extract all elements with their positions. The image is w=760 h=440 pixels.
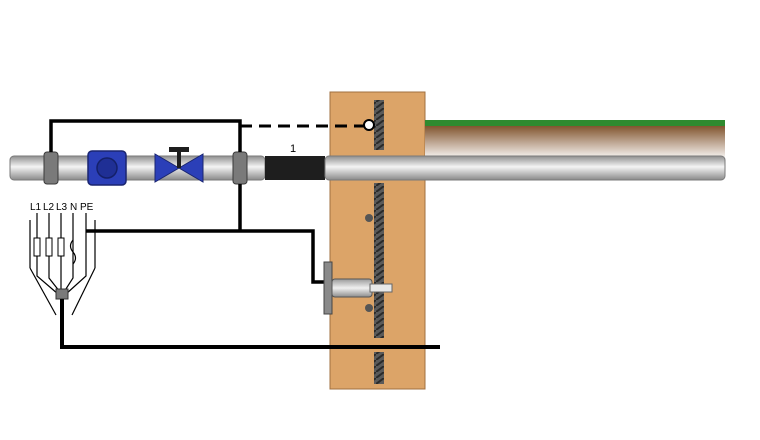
valve-body-right [178,153,204,183]
conv-wire-n [63,262,74,293]
valve-handwheel [169,147,189,152]
terminal-label-l1: L1 [30,202,42,213]
bonding-wire-bridge [49,119,242,152]
fuse-l3 [57,237,65,257]
valve-stem [177,151,181,168]
rebar-top [374,100,384,150]
rebar-lower [374,352,384,384]
box-outline-right-slope [71,267,96,316]
terminal-label-l3: L3 [56,202,68,213]
pipe-right-segment [324,155,726,181]
conv-wire-pe [65,231,87,295]
pipe-section-number: 1 [290,143,296,155]
rebar-cross-section-1 [365,214,373,222]
pipe-clamp-right [232,151,248,185]
soil-layer [425,124,725,160]
rebar-bottom [374,183,384,338]
blue-fitting-window [96,157,118,179]
earth-rod-threaded [369,283,393,293]
grass-layer [425,120,725,126]
earth-rod-connector [331,278,373,298]
terminal-label-l2: L2 [43,202,55,213]
neutral-link [69,239,77,265]
fuse-l2 [45,237,53,257]
box-outline-left-slope [29,267,57,316]
rebar-connection-point [363,119,375,131]
conv-wire-l1 [36,262,59,295]
terminal-label-n: N [70,202,77,213]
conv-wire-l2 [48,262,61,293]
wall-flange [323,261,333,315]
insulated-pipe-section [265,156,325,180]
rebar-cross-section-2 [365,304,373,312]
ground-conductor [60,299,440,349]
wire-busbar-to-earth-rod [86,229,332,284]
pipe-clamp-left [43,151,59,185]
terminal-label-pe: PE [80,202,94,213]
main-earthing-terminal [55,288,69,300]
valve-body-left [154,153,180,183]
fuse-l1 [33,237,41,257]
